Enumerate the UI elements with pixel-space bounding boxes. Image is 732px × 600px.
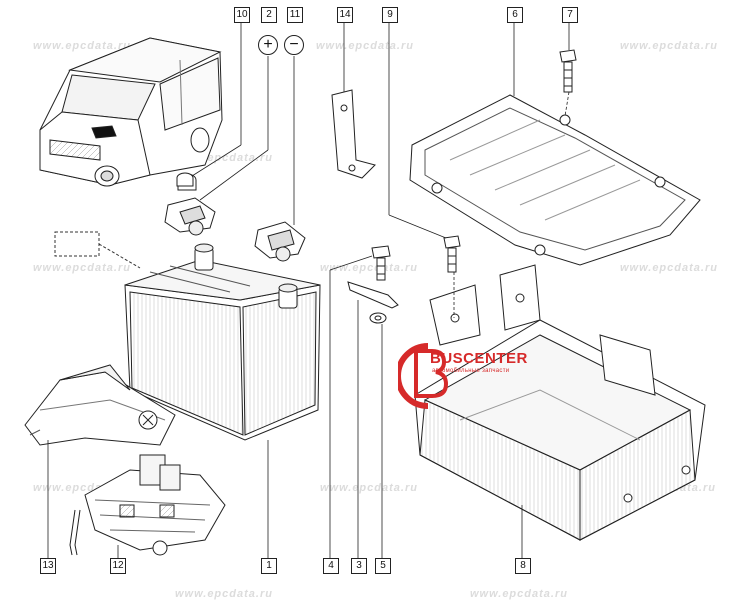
callout-13: 13	[40, 558, 56, 574]
callout-10: 10	[234, 7, 250, 23]
callout-4: 4	[323, 558, 339, 574]
callout-3: 3	[351, 558, 367, 574]
watermark: www.epcdata.ru	[33, 40, 131, 52]
callout-8: 8	[515, 558, 531, 574]
callout-11: 11	[287, 7, 303, 23]
callout-14: 14	[337, 7, 353, 23]
watermark: www.epcdata.ru	[33, 262, 131, 274]
buscenter-logo	[398, 343, 449, 409]
bolt-4	[371, 245, 391, 281]
logo-tagline: автомобильные запчасти	[432, 368, 510, 374]
tray-cover-plate	[409, 94, 701, 266]
van-illustration	[39, 37, 223, 187]
negative-sign-icon: −	[284, 35, 304, 55]
battery-terminal-cover	[24, 364, 176, 446]
watermark: www.epcdata.ru	[620, 262, 718, 274]
label-placeholder	[54, 231, 100, 257]
callout-5: 5	[375, 558, 391, 574]
leader-lines	[47, 22, 570, 558]
bolt-9	[443, 235, 461, 273]
washer-hole	[374, 315, 382, 321]
battery-tray	[414, 264, 706, 541]
callout-1: 1	[261, 558, 277, 574]
logo-brand-text: BUSCENTER	[430, 350, 528, 367]
watermark: www.epcdata.ru	[320, 482, 418, 494]
bolt-7	[559, 49, 577, 93]
watermark: www.epcdata.ru	[470, 588, 568, 600]
callout-9: 9	[382, 7, 398, 23]
callout-6: 6	[507, 7, 523, 23]
negative-terminal-clamp	[254, 221, 306, 262]
callout-2: 2	[261, 7, 277, 23]
battery	[124, 243, 321, 441]
leader-line	[98, 243, 141, 269]
watermark: www.epcdata.ru	[620, 40, 718, 52]
terminal-nut	[176, 172, 194, 187]
callout-7: 7	[562, 7, 578, 23]
hold-down-clamp-3	[347, 281, 399, 309]
fuse-block	[69, 454, 226, 556]
watermark: www.epcdata.ru	[175, 588, 273, 600]
callout-12: 12	[110, 558, 126, 574]
mounting-bracket	[331, 89, 376, 179]
positive-sign-icon: +	[258, 35, 278, 55]
